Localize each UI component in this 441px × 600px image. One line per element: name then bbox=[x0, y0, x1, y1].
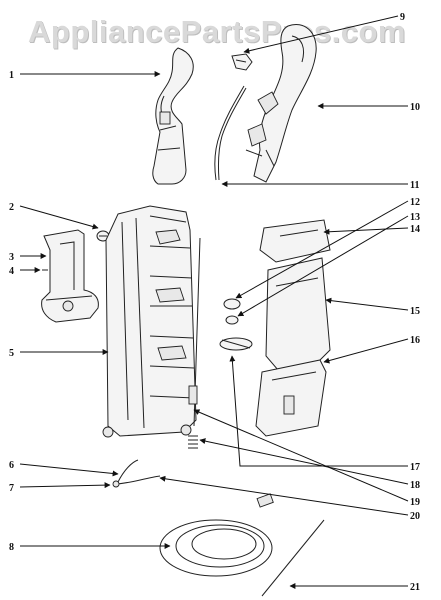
part-15-cover-panel[interactable] bbox=[265, 257, 331, 371]
callout-18: 18 bbox=[410, 480, 420, 491]
callout-20: 20 bbox=[410, 511, 420, 522]
part-6-wire[interactable] bbox=[117, 459, 139, 483]
callout-9: 9 bbox=[400, 12, 405, 23]
callout-1: 1 bbox=[9, 70, 14, 81]
part-10-upper-handle[interactable] bbox=[245, 24, 317, 183]
leader-lines bbox=[19, 15, 409, 589]
callout-5: 5 bbox=[9, 348, 14, 359]
part-11-cord[interactable] bbox=[214, 85, 247, 181]
callout-16: 16 bbox=[410, 335, 420, 346]
part-9-clip[interactable] bbox=[231, 53, 253, 71]
part-12-13-washers[interactable] bbox=[219, 298, 253, 351]
part-1-handle-grip[interactable] bbox=[152, 47, 194, 185]
callout-17: 17 bbox=[410, 462, 420, 473]
part-14-cover-top[interactable] bbox=[259, 219, 331, 263]
callout-6: 6 bbox=[9, 460, 14, 471]
part-17-rod[interactable] bbox=[188, 237, 201, 427]
callout-2: 2 bbox=[9, 202, 14, 213]
part-5-main-body[interactable] bbox=[102, 205, 197, 438]
part-16-cover-base[interactable] bbox=[255, 359, 327, 437]
callout-21: 21 bbox=[410, 582, 420, 593]
callout-15: 15 bbox=[410, 306, 420, 317]
callout-12: 12 bbox=[410, 197, 420, 208]
callout-14: 14 bbox=[410, 224, 420, 235]
callout-11: 11 bbox=[410, 180, 419, 191]
watermark: AppliancePartsPros.com bbox=[28, 14, 406, 49]
part-7-hook[interactable] bbox=[112, 475, 161, 488]
callout-labels: 1 2 3 4 5 6 7 8 9 10 11 12 13 14 15 16 1… bbox=[9, 12, 420, 593]
callout-7: 7 bbox=[9, 483, 14, 494]
callout-19: 19 bbox=[410, 497, 420, 508]
part-21-rod[interactable] bbox=[261, 519, 325, 597]
callout-10: 10 bbox=[410, 102, 420, 113]
part-3-bracket[interactable] bbox=[41, 229, 99, 323]
callout-13: 13 bbox=[410, 212, 420, 223]
callout-3: 3 bbox=[9, 252, 14, 263]
part-8-coiled-cord[interactable] bbox=[159, 493, 274, 577]
part-18-spring[interactable] bbox=[188, 435, 198, 449]
callout-4: 4 bbox=[9, 266, 14, 277]
callout-8: 8 bbox=[9, 542, 14, 553]
